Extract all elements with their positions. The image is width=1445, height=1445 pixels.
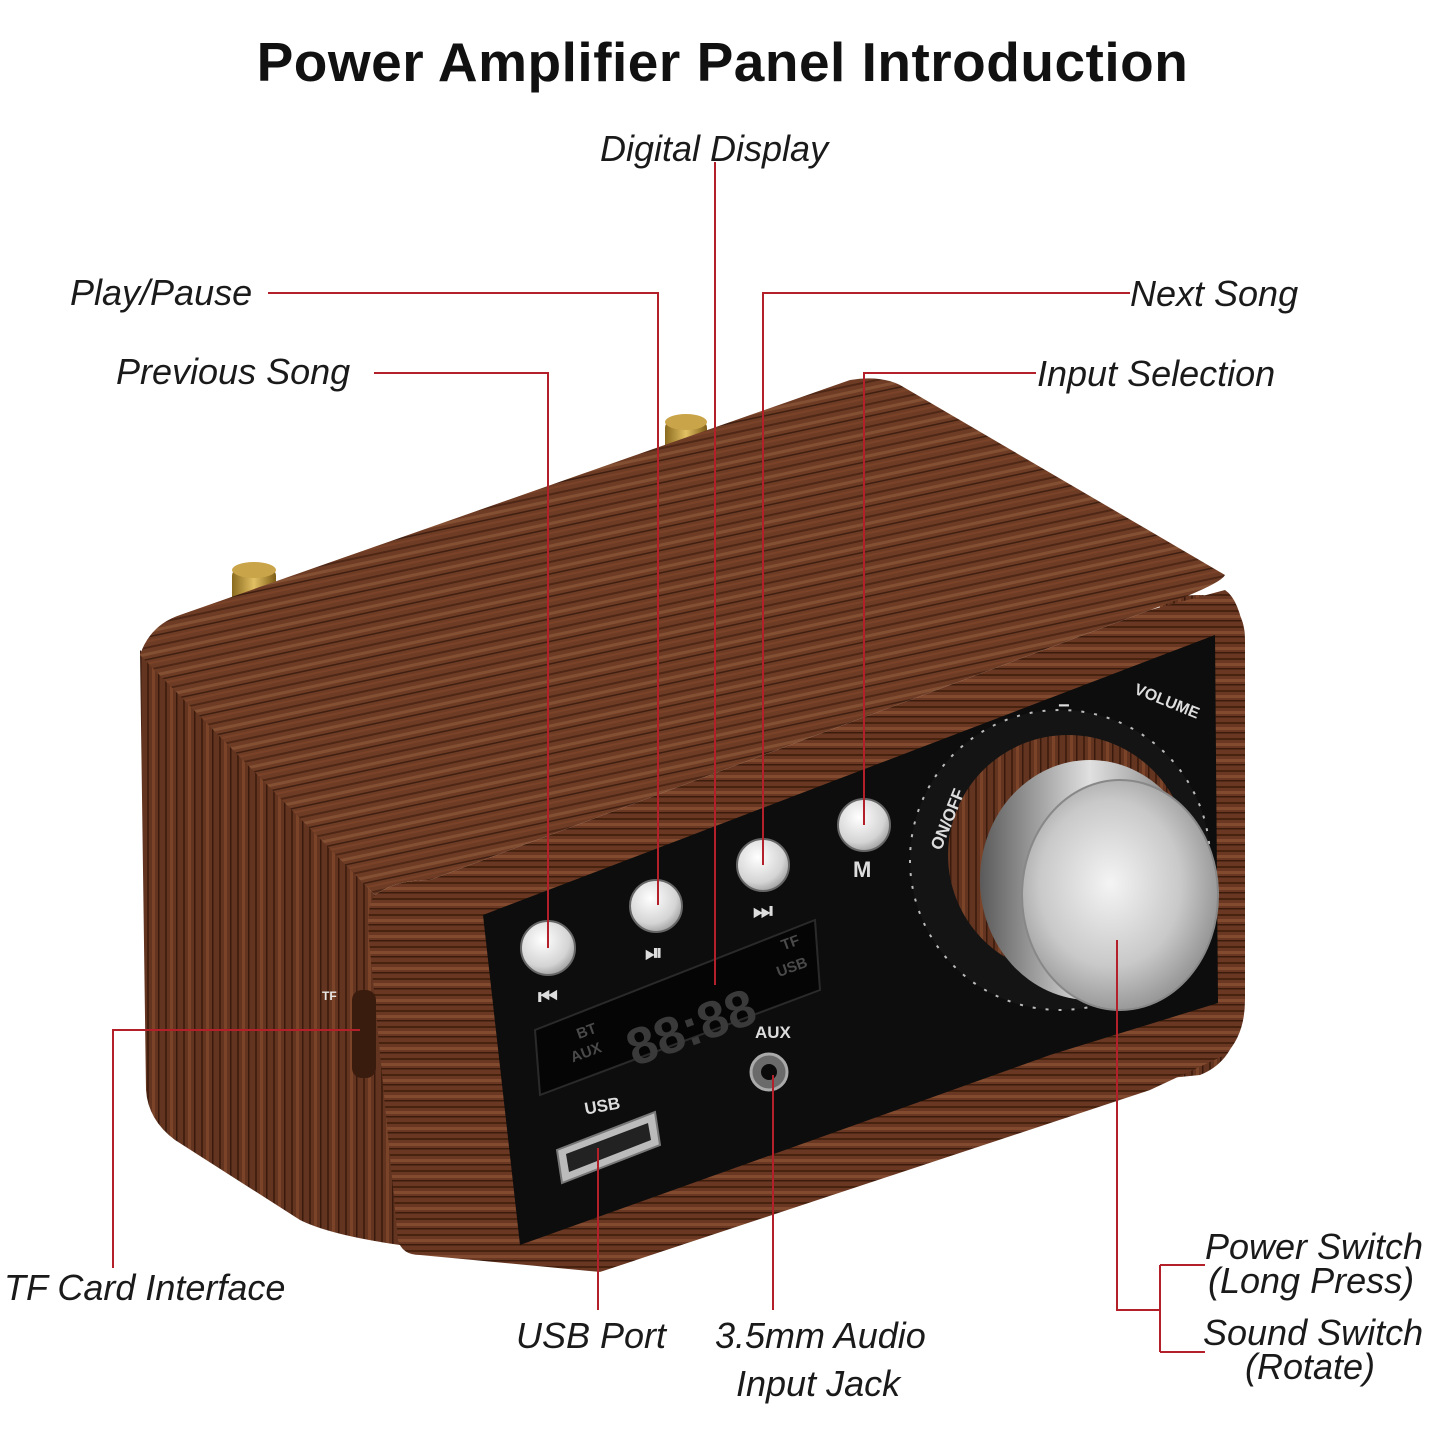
- callout-sound-switch-line2: (Rotate): [1245, 1346, 1376, 1387]
- button-m-label: M: [853, 857, 871, 882]
- callout-audio-jack-line1: 3.5mm Audio: [715, 1315, 926, 1356]
- callout-input-selection: Input Selection: [1037, 353, 1276, 394]
- next-icon: ⏭: [753, 898, 773, 923]
- play-pause-icon: ⏯: [645, 940, 663, 965]
- callout-usb-port: USB Port: [516, 1315, 667, 1356]
- callout-sound-switch-line1: Sound Switch: [1203, 1312, 1424, 1353]
- leader-tf-card: [112, 1029, 360, 1268]
- callout-digital-display: Digital Display: [600, 128, 829, 169]
- callout-power-switch-line2: (Long Press): [1208, 1260, 1415, 1301]
- minus-icon: −: [1058, 695, 1070, 717]
- svg-text:TF: TF: [779, 932, 802, 954]
- leader-input-selection: [863, 372, 1036, 825]
- leader-next-song: [762, 292, 1130, 865]
- callout-next-song: Next Song: [1130, 273, 1299, 314]
- callout-tf-card: TF Card Interface: [4, 1267, 286, 1308]
- leader-previous-song: [374, 372, 549, 948]
- svg-text:BT: BT: [574, 1020, 599, 1043]
- volume-knob[interactable]: ON/OFF VOLUME −: [909, 681, 1219, 1011]
- svg-text:AUX: AUX: [755, 1023, 792, 1042]
- leader-lines: [112, 162, 1205, 1353]
- diagram-title: Power Amplifier Panel Introduction: [256, 31, 1189, 93]
- aux-jack[interactable]: AUX: [749, 1023, 792, 1092]
- play-pause-button[interactable]: ⏯: [629, 879, 683, 965]
- callout-audio-jack-line2: Input Jack: [736, 1363, 901, 1404]
- previous-icon: ⏮: [538, 984, 558, 1009]
- callout-play-pause: Play/Pause: [70, 272, 253, 313]
- callout-power-switch-line1: Power Switch: [1205, 1226, 1424, 1267]
- callout-previous-song: Previous Song: [116, 351, 351, 392]
- leader-knob: [1116, 940, 1160, 1311]
- next-song-button[interactable]: ⏭: [736, 838, 790, 923]
- side-tf-label: TF: [322, 989, 337, 1003]
- leader-play-pause: [268, 292, 659, 905]
